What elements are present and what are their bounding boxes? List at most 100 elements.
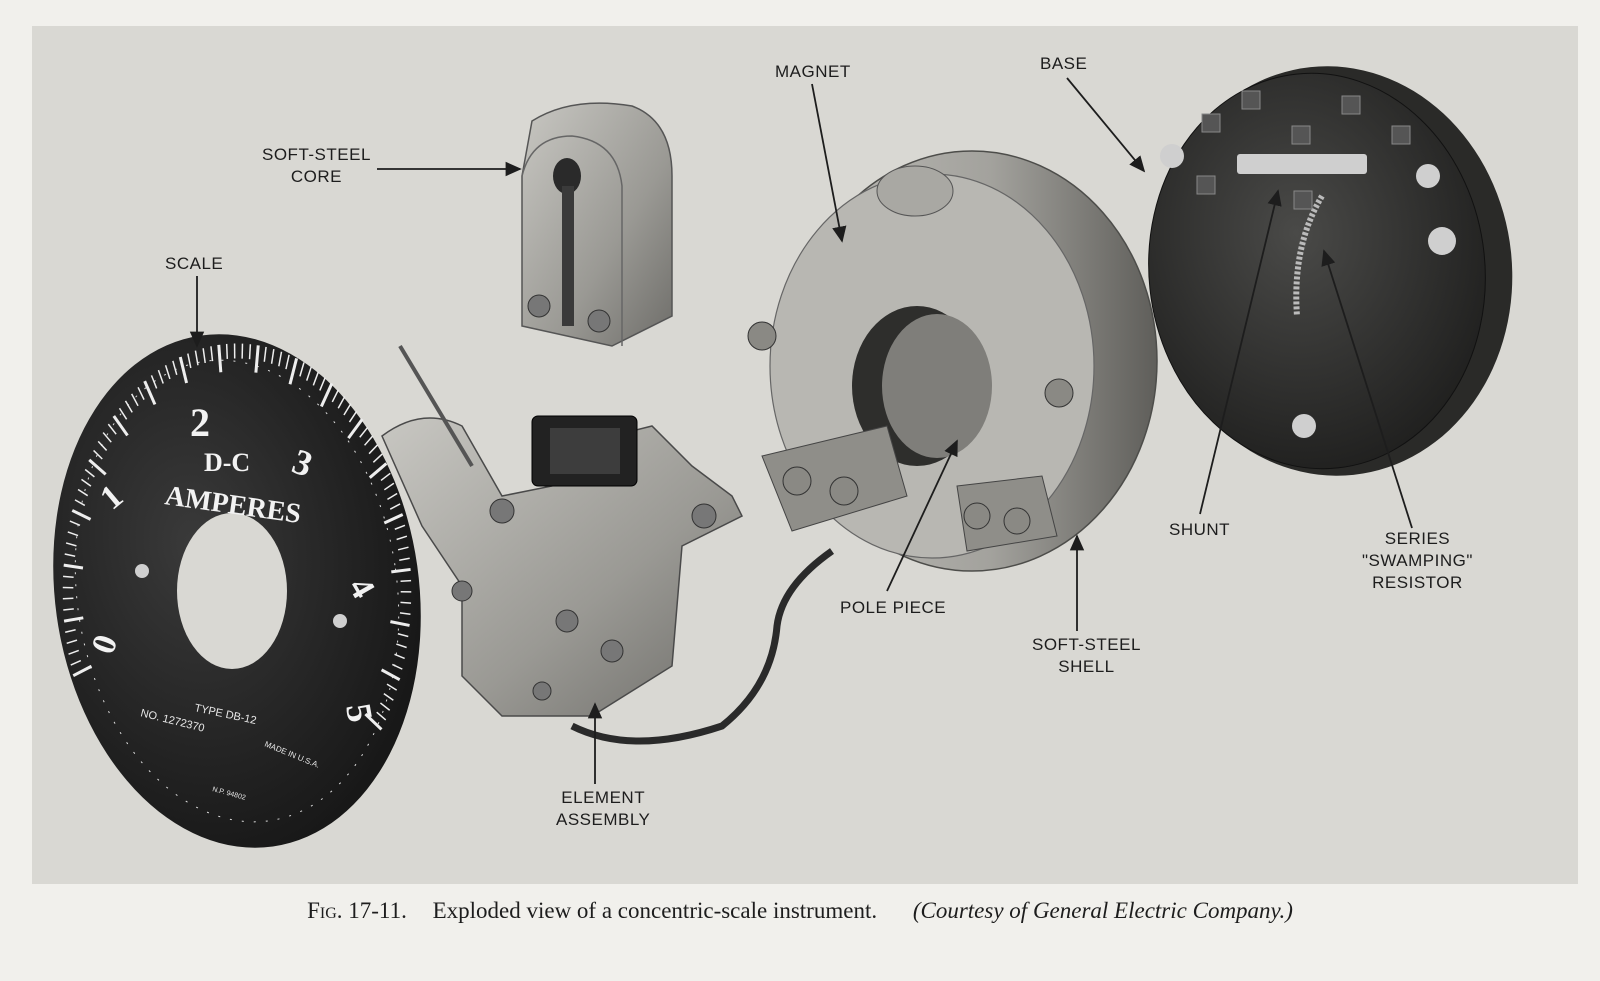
dial-tick [157,369,164,384]
dial-tick [178,356,189,384]
caption-text: Exploded view of a concentric-scale inst… [432,898,878,923]
dial-tick [254,345,260,373]
dial-tick [65,629,76,634]
dial-tick [380,472,391,482]
arrow-shunt [1199,189,1282,515]
soft-steel-core [521,102,673,347]
dial-tick [391,663,403,670]
dial-tick [379,702,391,711]
label-magnet: MAGNET [775,62,851,81]
base-shunt-bar [1237,154,1367,174]
dial-tick [63,616,84,623]
label-pole-piece: POLE PIECE [840,598,947,617]
dial-tick [397,633,409,638]
dial-tick [225,343,229,359]
dial-tick [347,418,364,440]
dial-tick [63,608,74,611]
dial-tick [288,358,299,385]
dial-tick [172,360,178,376]
dial-tick [124,400,133,413]
dial-tick [399,557,410,561]
dial-tick [97,440,108,451]
dial-tick [348,410,358,423]
dial-tick [81,478,92,487]
dial-tick [63,575,74,578]
dial-tick [68,649,80,655]
magnet [747,150,1158,572]
dial-tick [285,354,290,370]
label-soft-steel-shell: SOFT-STEEL SHELL [1032,635,1141,676]
dial-tick [118,407,128,420]
dial-tick [383,482,395,491]
figure-caption: Fig. 17-11. Exploded view of a concentri… [0,898,1600,924]
dial-tick [400,601,412,604]
dial-tick [368,444,379,455]
dial-tick [270,348,275,364]
exploded-view-drawing: 0 1 2 3 4 5 D-C AMPERES TYPE DB-12 NO. 1… [53,66,1513,848]
label-soft-steel-core: SOFT-STEEL CORE [262,145,371,186]
dial-tick [331,389,340,403]
arrow-magnet [811,83,847,243]
dial-tick [63,563,84,570]
dial-tick [72,664,93,677]
dial-tick [394,653,405,660]
dial-tick [372,453,383,463]
dial-tick [64,553,76,557]
dial-tick [143,380,157,406]
arrow-pole-piece [886,439,958,592]
dial-tick [380,668,401,682]
swamping-resistor-coil [1293,194,1325,317]
dial-tick [194,350,199,366]
dial-tick [343,403,352,416]
figure-illustration: 0 1 2 3 4 5 D-C AMPERES TYPE DB-12 NO. 1… [32,26,1578,884]
dial-tick-marks [62,343,412,731]
dial-tick [386,683,398,691]
label-series-swamping-resistor: SERIES "SWAMPING" RESISTOR [1362,529,1473,592]
dial-tick [387,492,398,501]
dial-tick [394,524,406,530]
dial-tick [337,396,346,409]
dial-tick [299,362,305,377]
dial-tick [150,375,158,389]
dial-tick [112,415,129,437]
dial-tick [319,377,326,391]
dial-tick [396,535,408,541]
dial-tick [368,462,388,479]
dial-tick [70,659,82,666]
dial-tick [137,386,145,400]
dial-tick [66,639,78,645]
dial-tick [74,499,86,507]
dial-tick [383,513,404,525]
label-scale: SCALE [165,254,224,273]
dial-tick [69,520,81,527]
dial-tick [278,351,283,367]
dial-tick [93,449,103,460]
dial-tick [202,348,206,364]
dial-tick [396,643,407,649]
arrow-base [1066,77,1146,173]
dial-tick [390,620,410,627]
dial-tick [383,693,394,701]
dial-tick [312,371,319,386]
element-assembly [381,344,835,745]
caption-figure-number: Fig. 17-11. [307,898,407,923]
dial-tick [65,542,77,547]
dial-tick [397,546,409,551]
dial-tick [164,365,171,380]
dial-numeral-2: 2 [190,400,210,445]
dial-center-hole [177,513,287,669]
dial-tick [187,353,192,369]
label-shunt: SHUNT [1169,520,1231,539]
base [1148,66,1513,476]
dial-title-dc: D-C [204,448,250,477]
dial-tick [71,509,92,521]
dial-tick [84,468,95,478]
leader-arrows [189,77,1413,784]
dial-tick [391,567,411,574]
caption-credit: (Courtesy of General Electric Company.) [912,898,1293,923]
dial-tick [77,488,89,497]
dial-tick [376,711,387,721]
soft-steel-shell-clamp [956,475,1058,552]
dial-tick [389,503,401,510]
scale-dial: 0 1 2 3 4 5 D-C AMPERES TYPE DB-12 NO. 1… [53,334,421,848]
